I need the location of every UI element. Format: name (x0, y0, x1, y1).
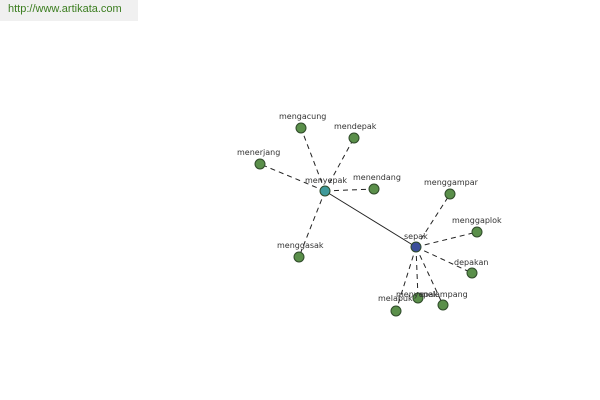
node-depakan[interactable] (466, 267, 478, 279)
edge-menyepak-mendepak (324, 137, 355, 192)
edge-sepak-depakan (415, 246, 473, 274)
label-sepak: sepak (404, 232, 428, 241)
edge-menyepak-menggasak (298, 190, 326, 258)
node-menggampar[interactable] (444, 188, 456, 200)
node-mengacung[interactable] (295, 122, 307, 134)
node-sepak[interactable] (410, 241, 422, 253)
label-melabuk: melabuk (378, 294, 413, 303)
node-menggaplok[interactable] (471, 226, 483, 238)
edge-sepak-menggampar (415, 193, 451, 248)
node-menendang[interactable] (368, 183, 380, 195)
label-mengacung: mengacung (279, 112, 326, 121)
label-menerjang: menerjang (237, 148, 280, 157)
label-menyepak: menyepak (305, 176, 347, 185)
node-menerjang[interactable] (254, 158, 266, 170)
label-menggasak: menggasak (277, 241, 324, 250)
label-mendepak: mendepak (334, 122, 377, 131)
graph-edges (259, 127, 478, 312)
label-menggaplok: menggaplok (452, 216, 502, 225)
edge-menyepak-menendang (324, 188, 375, 192)
edge-menyepak-sepak (324, 190, 417, 248)
label-menyepak2: menyepak (396, 290, 438, 299)
node-menyepak[interactable] (319, 185, 331, 197)
node-melampang[interactable] (437, 299, 449, 311)
node-mendepak[interactable] (348, 132, 360, 144)
graph-labels: menyepak sepak mengacung mendepak menerjang m… (237, 112, 502, 303)
edge-sepak-menggaplok (415, 231, 478, 248)
edge-sepak-melabuk (395, 246, 417, 312)
edge-sepak-melampang (415, 246, 444, 306)
edge-menyepak-menerjang (259, 163, 326, 192)
graph-nodes (254, 122, 483, 317)
node-menyepak2[interactable] (412, 292, 424, 304)
node-melabuk[interactable] (390, 305, 402, 317)
label-melampang: melampang (420, 290, 468, 299)
watermark-link[interactable]: http://www.artikata.com (8, 3, 122, 15)
edge-menyepak-mengacung (300, 127, 326, 192)
label-menendang: menendang (353, 173, 401, 182)
node-menggasak[interactable] (293, 251, 305, 263)
label-depakan: depakan (454, 258, 488, 267)
label-menggampar: menggampar (424, 178, 479, 187)
watermark-bar: http://www.artikata.com (0, 0, 138, 21)
